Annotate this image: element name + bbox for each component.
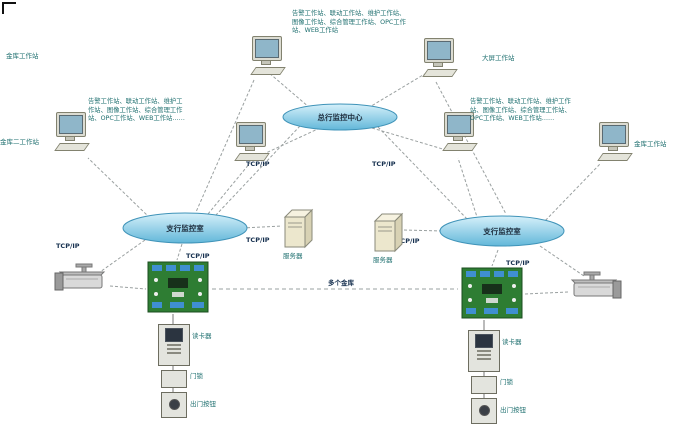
exit-button-device-left bbox=[161, 392, 187, 418]
camera-icon-right bbox=[570, 271, 622, 299]
keyboard bbox=[422, 69, 458, 77]
server-right-label: 服务器 bbox=[373, 256, 393, 264]
note-right-workstations: 告警工作站、联动工作站、维护工作站、图像工作站、综合管理工作站、OPC工作站、W… bbox=[470, 98, 571, 122]
workstation-icon-top-left bbox=[248, 36, 286, 80]
server-icon-right bbox=[373, 212, 404, 253]
monitor bbox=[236, 122, 266, 147]
right-cloud bbox=[439, 215, 565, 247]
monitor-stand bbox=[261, 61, 271, 65]
card-reader-device-right bbox=[468, 330, 500, 372]
label-vault-workstation-top: 金库工作站 bbox=[6, 52, 39, 60]
monitor-stand bbox=[245, 147, 255, 151]
door-lock-label-left: 门锁 bbox=[190, 372, 203, 380]
multi-vault-label: 多个金库 bbox=[328, 279, 354, 287]
door-lock-device-left bbox=[161, 370, 187, 388]
workstation-icon-right-inner bbox=[440, 112, 478, 156]
controller-board-icon-right bbox=[461, 267, 523, 319]
server-left-label: 服务器 bbox=[283, 252, 303, 260]
corner-mark bbox=[2, 2, 16, 14]
device-screen bbox=[475, 334, 493, 348]
workstation-icon-top-right bbox=[420, 38, 458, 82]
button-circle bbox=[478, 405, 490, 416]
left-cloud bbox=[122, 212, 248, 244]
center-cloud bbox=[282, 103, 398, 131]
tcpip-label-4: TCP/IP bbox=[246, 236, 270, 244]
keyboard bbox=[54, 143, 90, 151]
device-keypad bbox=[167, 344, 181, 354]
note-left-workstations: 告警工作站、联动工作站、维护工作站、图像工作站、综合管理工作站、OPC工作站、W… bbox=[88, 98, 185, 122]
keyboard bbox=[250, 67, 286, 75]
tcpip-label-6: TCP/IP bbox=[396, 237, 420, 245]
controller-board-icon-left bbox=[147, 261, 209, 313]
screen bbox=[602, 125, 626, 144]
workstation-icon-far-right bbox=[595, 122, 633, 166]
monitor bbox=[56, 112, 86, 137]
monitor bbox=[444, 112, 474, 137]
screen bbox=[447, 115, 471, 134]
screen bbox=[427, 41, 451, 60]
camera-icon-left bbox=[54, 263, 106, 291]
card-reader-label-right: 读卡器 bbox=[502, 338, 522, 346]
tcpip-label-3: TCP/IP bbox=[56, 242, 80, 250]
workstation-icon-far-left bbox=[52, 112, 90, 156]
door-lock-label-right: 门锁 bbox=[500, 378, 513, 386]
exit-button-label-right: 出门按钮 bbox=[500, 406, 526, 414]
label-vault2-workstation: 金库二工作站 bbox=[0, 138, 39, 146]
monitor-stand bbox=[608, 147, 618, 151]
exit-button-device-right bbox=[471, 398, 497, 424]
card-reader-label-left: 读卡器 bbox=[192, 332, 212, 340]
workstation-icon-left-inner bbox=[232, 122, 270, 166]
monitor bbox=[252, 36, 282, 61]
keyboard bbox=[442, 143, 478, 151]
tcpip-label-2: TCP/IP bbox=[372, 160, 396, 168]
server-icon-left bbox=[283, 208, 314, 249]
label-vault-workstation-right: 金库工作站 bbox=[634, 140, 667, 148]
keyboard bbox=[597, 153, 633, 161]
monitor-stand bbox=[453, 137, 463, 141]
center-cloud-label: 总行监控中心 bbox=[317, 113, 363, 122]
monitor-stand bbox=[433, 63, 443, 67]
tcpip-label-7: TCP/IP bbox=[506, 259, 530, 267]
exit-button-label-left: 出门按钮 bbox=[190, 400, 216, 408]
screen bbox=[239, 125, 263, 144]
monitor-stand bbox=[65, 137, 75, 141]
screen bbox=[59, 115, 83, 134]
label-bigscreen-workstation: 大屏工作站 bbox=[482, 54, 515, 62]
monitor bbox=[599, 122, 629, 147]
monitor bbox=[424, 38, 454, 63]
button-circle bbox=[168, 399, 180, 410]
right-cloud-label: 支行监控室 bbox=[483, 227, 521, 236]
tcpip-label-5: TCP/IP bbox=[186, 252, 210, 260]
device-screen bbox=[165, 328, 183, 342]
device-keypad bbox=[477, 350, 491, 360]
tcpip-label-1: TCP/IP bbox=[246, 160, 270, 168]
note-top-workstations: 告警工作站、联动工作站、维护工作站、图像工作站、综合管理工作站、OPC工作站、W… bbox=[292, 10, 406, 34]
card-reader-device-left bbox=[158, 324, 190, 366]
screen bbox=[255, 39, 279, 58]
door-lock-device-right bbox=[471, 376, 497, 394]
left-cloud-label: 支行监控室 bbox=[166, 224, 204, 233]
